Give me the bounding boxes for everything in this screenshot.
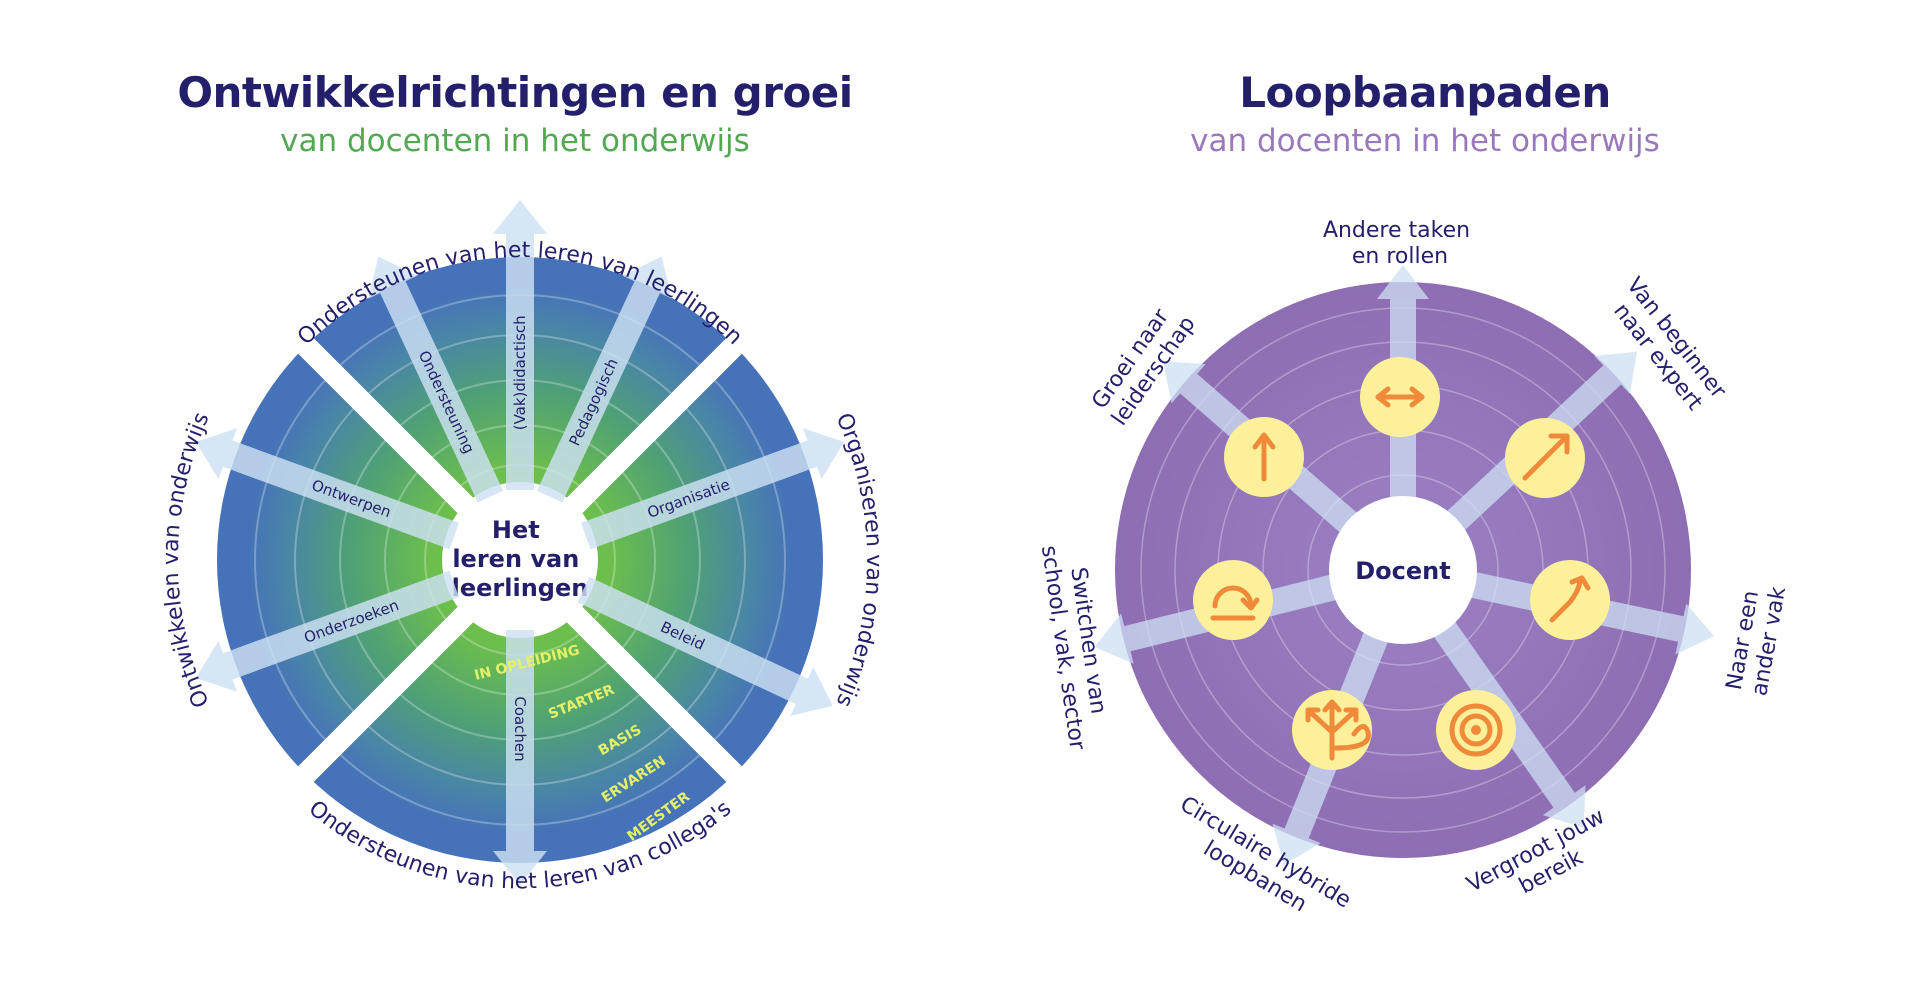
docent-label: Docent (1355, 557, 1450, 585)
target-icon (1436, 690, 1516, 770)
docent-circle (1329, 496, 1477, 644)
arrow-pedagogisch (536, 256, 672, 503)
path-label-andere-taken: Andere taken en rollen (1323, 218, 1477, 269)
multi-arrow-icon (1292, 690, 1372, 770)
arrow-coachen (493, 630, 547, 885)
arrow-vakdidactisch (493, 200, 547, 490)
outer-label-right: Organiseren van onderwijs (831, 410, 886, 711)
center-circle (442, 482, 598, 638)
right-subtitle: van docenten in het onderwijs (1190, 123, 1660, 159)
arrow-onderzoeken (195, 570, 460, 692)
left-subtitle: van docenten in het onderwijs (280, 123, 750, 159)
arrow-ontwerpen (195, 428, 460, 550)
curved-arrow-icon (1530, 560, 1610, 640)
arrow-beleid (577, 576, 833, 716)
development-wheel: Het leren van leerlingen Ondersteuning(V… (159, 200, 886, 894)
career-icons (1193, 357, 1610, 770)
right-title: Loopbaanpaden (1239, 68, 1611, 117)
path-label-ander-vak: Naar een ander vak (1722, 580, 1791, 698)
arrow-label-coachen: Coachen (511, 696, 529, 761)
arrow-organisatie (581, 428, 845, 550)
center-label: Het leren van leerlingen (452, 516, 589, 602)
left-title: Ontwikkelrichtingen en groei (177, 68, 853, 117)
double-arrow-icon (1360, 357, 1440, 437)
career-wheel: Docent Andere taken en rollen Van beginn… (1036, 218, 1791, 917)
arrow-label-vakdidactisch: (Vak)didactisch (511, 315, 529, 430)
switch-arrow-icon (1193, 560, 1273, 640)
diagonal-arrow-icon (1505, 418, 1585, 498)
arrow-ondersteuning (368, 256, 504, 503)
up-arrow-icon (1224, 417, 1304, 497)
